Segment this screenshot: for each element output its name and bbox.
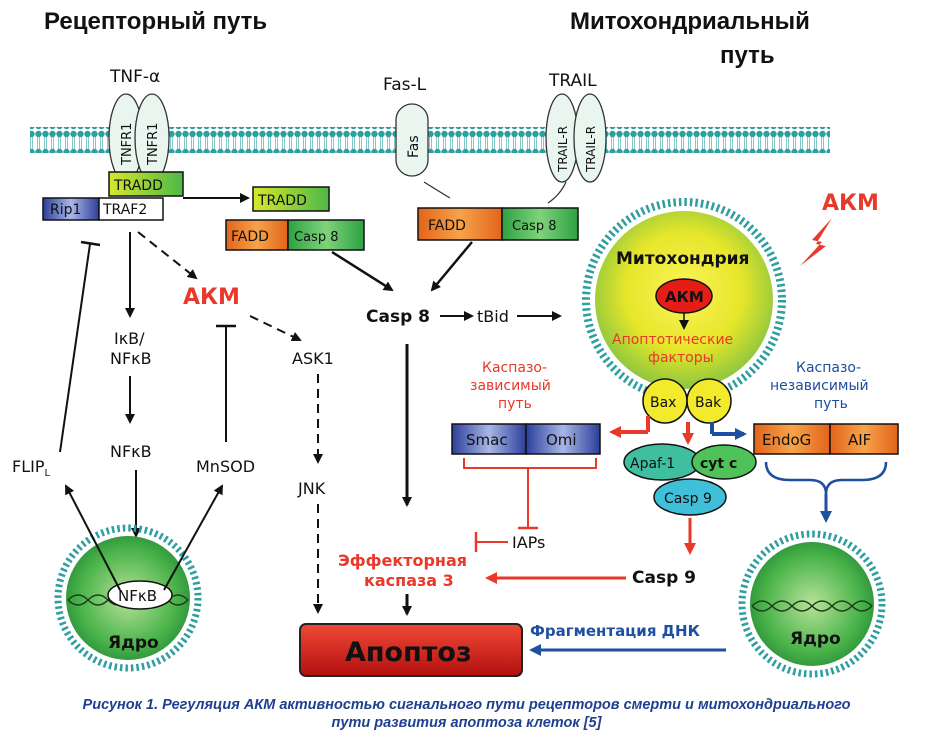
apoptotic-factors-line1: Апоптотические [612,332,733,348]
apoptosis-box [299,623,523,677]
fadd-label-right: FADD [428,218,466,234]
nucleus-right-label: Ядро [790,629,841,649]
caspase-dep-line2: зависимый [470,378,551,394]
endog-label: EndoG [762,431,811,449]
aif-label: AIF [848,431,871,449]
caspase-indep-line1: Каспазо- [796,360,861,376]
receptor-path-title: Рецепторный путь [44,8,268,35]
trail-r-label-a: TRAIL-R [556,126,570,173]
bax-label: Bax [650,395,676,411]
smac-box [451,423,527,455]
casp8-label-mid: Casp 8 [294,230,338,245]
caspase-indep-line2: независимый [770,378,869,394]
tbid-label: tBid [477,307,509,326]
akm-right-label: АКМ [822,191,879,216]
caspase-indep-line3: путь [814,396,848,412]
nfkb-nucleus-label: NFκB [118,587,157,605]
lightning-icon [800,218,832,266]
fadd-box-mid [225,219,289,251]
tradd-label-mid: TRADD [257,193,307,209]
mitochondria-label: Митохондрия [616,249,749,269]
traf2-label: TRAF2 [102,202,147,218]
jnk-label: JNK [297,479,326,498]
omi-box [525,423,601,455]
fadd-box-right [417,207,503,241]
akm-mito-label: АКМ [665,288,704,306]
fadd-label-mid: FADD [231,229,269,245]
tradd-box-left [108,171,184,197]
nucleus-left-label: Ядро [108,633,159,653]
nucleus-right: Ядро [738,530,886,678]
mito-path-title-line2: путь [720,42,775,69]
fas-l-label: Fas-L [383,75,427,95]
apoptotic-factors-line2: факторы [648,350,714,366]
casp9-complex-oval [653,478,727,516]
caption-line1: Рисунок 1. Регуляция АКМ активностью сиг… [82,697,851,713]
caspase-dep-line1: Каспазо- [482,360,547,376]
flip-label: FLIPL [12,457,50,479]
casp9-label: Casp 9 [632,568,696,588]
casp9-complex-label: Casp 9 [664,491,712,507]
casp8-label-right: Casp 8 [512,219,556,234]
ikb-label-line1: IκB/ [114,329,145,348]
tradd-label-left: TRADD [113,178,163,194]
bak-label: Bak [695,395,722,411]
trail-label: TRAIL [548,71,597,91]
effector-line1: Эффекторная [338,551,467,570]
rip1-label: Rip1 [50,202,81,218]
cytc-oval [691,444,757,480]
tnfr1-receptor: TNFR1 TNFR1 [108,93,170,183]
apoptosis-label: Апоптоз [345,637,472,668]
traf2-box [98,197,164,221]
trail-r-label-b: TRAIL-R [584,126,598,173]
ikb-label-line2: NFκB [110,349,152,368]
mnsod-label: MnSOD [196,457,255,476]
casp8-box-mid [287,219,365,251]
casp8-box-right [501,207,579,241]
apoptosis-diagram: TNFR1 TNFR1 TNF-α Fas Fas-L TRAIL-R TRAI… [12,67,899,678]
smac-label: Smac [466,431,508,449]
dna-frag-label: Фрагментация ДНК [530,622,701,640]
tradd-box-mid [252,186,330,212]
tnfr1-label-a: TNFR1 [120,123,135,166]
omi-label: Omi [546,431,577,449]
caption-line2: пути развития апоптоза клеток [5] [331,715,602,731]
cytc-label: cyt c [700,456,737,472]
fas-label: Fas [406,135,422,158]
aif-box [829,423,899,455]
mito-path-title-line1: Митохондриальный [570,8,810,35]
nfkb-label: NFκB [110,442,152,461]
tnfr1-label-b: TNFR1 [146,123,161,166]
effector-line2: каспаза 3 [364,571,454,590]
nucleus-left: NFκB Ядро [54,524,202,672]
endog-box [753,423,831,455]
tnf-alpha-label: TNF-α [109,67,160,87]
bak-circle [686,378,732,424]
ask1-label: ASK1 [292,349,334,368]
akm-left-label: АКМ [183,285,240,310]
figure-caption: Рисунок 1. Регуляция АКМ активностью сиг… [0,696,933,732]
casp8-main-label: Casp 8 [366,307,430,327]
iaps-label: IAPs [512,533,545,552]
caspase-dep-line3: путь [498,396,532,412]
fas-receptor: Fas [395,103,429,177]
apaf1-label: Apaf-1 [630,456,675,472]
trail-r-receptor: TRAIL-R TRAIL-R [545,93,607,183]
mitochondrion: Митохондрия АКМ Апоптотические факторы [582,198,786,402]
